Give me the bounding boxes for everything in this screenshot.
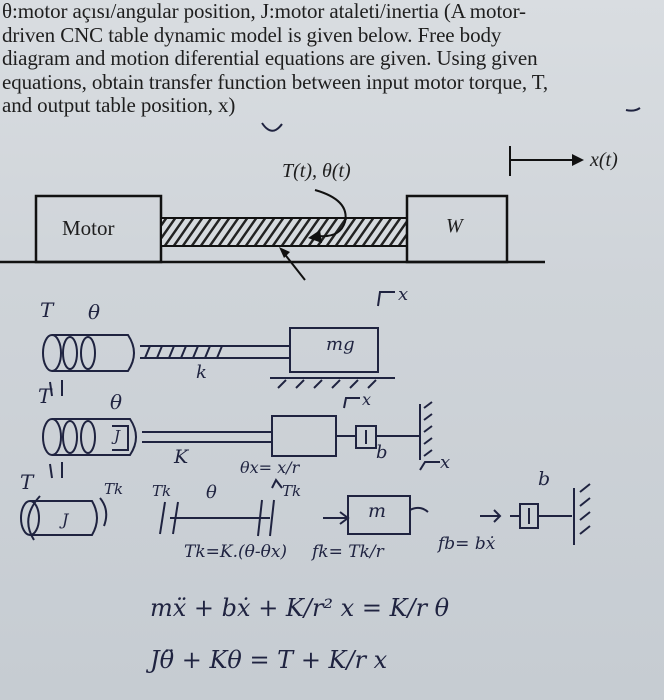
sketch-motor-1: [42, 291, 395, 397]
spring-force-equation: fk= Tk/r: [312, 542, 384, 562]
angle-label: θ: [110, 390, 123, 414]
angle-label: θ: [88, 300, 101, 324]
mass-label: m: [368, 500, 387, 522]
damper-label: b: [376, 442, 388, 463]
spring-torque-label: Tk: [152, 482, 172, 500]
spring-torque-label: Tk: [282, 482, 302, 500]
position-label: x(t): [590, 149, 618, 171]
inertia-label: J: [114, 427, 121, 445]
angle-ratio-label: θx= x/r: [240, 458, 300, 477]
angle-label: θ: [206, 482, 217, 503]
torque-label: T: [40, 298, 54, 322]
stiffness-label: k: [196, 362, 207, 383]
inertia-label: J: [62, 510, 69, 529]
problem-line: diagram and motion diferential equations…: [2, 46, 538, 70]
mass-label: mg: [326, 334, 355, 355]
direction-label: x: [440, 452, 451, 473]
sketch-motor-2: [42, 397, 433, 479]
lead-screw: [160, 217, 408, 247]
table-label: W: [446, 215, 463, 237]
direction-label: x: [362, 390, 372, 409]
underline-mark: [625, 107, 641, 112]
torque-arrow: [314, 189, 347, 238]
problem-statement: θ:motor açısı/angular position, J:motor …: [2, 0, 657, 118]
equation-table: mẍ + bẋ + K/r² x = K/r θ: [150, 594, 450, 622]
torque-label: T: [38, 384, 52, 408]
damper-label: b: [538, 468, 551, 490]
sketch-fbd: [20, 461, 591, 545]
equation-motor: Jθ̈ + Kθ = T + K/r x: [150, 646, 388, 674]
spring-torque-label: Tk: [104, 480, 124, 498]
stiffness-label: K: [174, 446, 189, 468]
problem-line: driven CNC table dynamic model is given …: [2, 22, 502, 47]
pointer-line: [282, 251, 306, 281]
torque-angle-label: T(t), θ(t): [282, 160, 351, 182]
damper-force-label: fb= bẋ: [438, 534, 496, 554]
torque-label: T: [20, 470, 34, 494]
position-arrow: [509, 146, 584, 176]
problem-line: equations, obtain transfer function betw…: [2, 69, 549, 94]
direction-label: x: [398, 284, 409, 305]
problem-line: θ:motor açısı/angular position, J:motor …: [2, 0, 526, 23]
problem-line: and output table position, x): [2, 93, 236, 117]
motor-label: Motor: [62, 216, 115, 240]
spring-torque-equation: Tk=K.(θ-θx): [184, 542, 288, 562]
underline-mark: [261, 122, 283, 132]
